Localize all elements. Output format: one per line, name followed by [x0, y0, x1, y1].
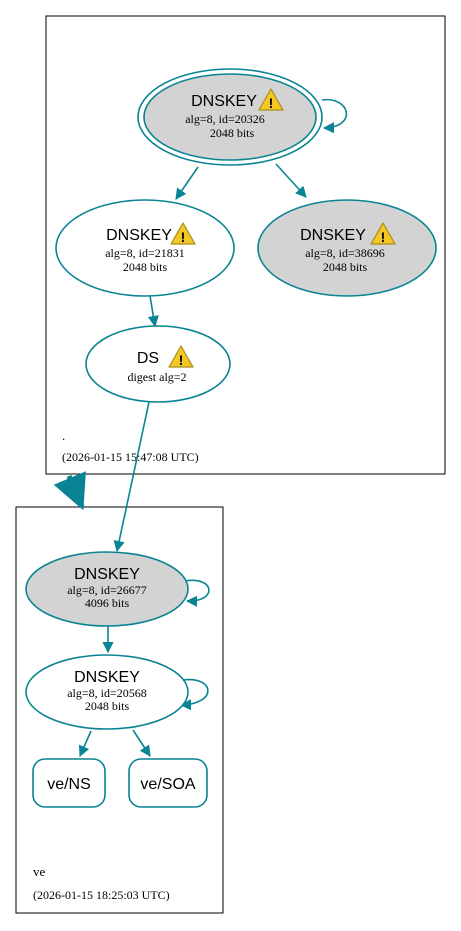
edge-ksk-to-zsk1 — [175, 166, 199, 200]
node-title: DS — [137, 350, 159, 367]
node-title: DNSKEY — [106, 227, 172, 244]
node-rrset-ve-soa[interactable]: ve/SOA — [128, 758, 208, 808]
warning-glyph: ! — [179, 352, 184, 368]
zone-root-timestamp: (2026-01-15 15:47:08 UTC) — [62, 450, 199, 464]
edge-ve-zsk-self — [179, 678, 209, 711]
warning-icon: ! — [168, 345, 194, 368]
warning-glyph: ! — [381, 229, 386, 245]
node-dnskey-root-zsk-38696[interactable]: DNSKEY ! alg=8, id=38696 2048 bits — [257, 199, 437, 297]
node-dnskey-root-zsk-21831[interactable]: DNSKEY ! alg=8, id=21831 2048 bits — [55, 199, 235, 297]
node-label: ve/NS — [47, 776, 91, 793]
warning-icon: ! — [370, 222, 396, 245]
node-line2: 2048 bits — [123, 260, 168, 274]
zone-ve-name: ve — [33, 864, 46, 879]
node-line1: alg=8, id=38696 — [305, 246, 385, 260]
zone-ve-timestamp: (2026-01-15 18:25:03 UTC) — [33, 888, 170, 902]
edge-ksk-to-zsk2 — [275, 163, 307, 198]
node-title: DNSKEY — [300, 227, 366, 244]
node-line1: alg=8, id=21831 — [105, 246, 185, 260]
node-line2: 2048 bits — [323, 260, 368, 274]
edge-ksk-self — [321, 98, 348, 134]
node-label: ve/SOA — [140, 776, 195, 793]
warning-glyph: ! — [181, 229, 186, 245]
node-rrset-ve-ns[interactable]: ve/NS — [32, 758, 106, 808]
zone-root-box — [45, 15, 446, 475]
node-dnskey-ve-ksk[interactable]: DNSKEY alg=8, id=26677 4096 bits — [25, 551, 189, 627]
edge-zsk1-to-ds — [147, 295, 159, 328]
node-line1: digest alg=2 — [127, 370, 186, 384]
edge-delegation — [53, 471, 86, 511]
edge-ve-ksk-self — [184, 579, 210, 607]
node-title: DNSKEY — [74, 566, 140, 583]
node-line1: alg=8, id=20568 — [67, 686, 147, 700]
node-title: DNSKEY — [191, 93, 257, 110]
node-ds-ve[interactable]: DS ! digest alg=2 — [85, 325, 231, 403]
node-line2: 2048 bits — [85, 699, 130, 713]
node-line2: 4096 bits — [85, 596, 130, 610]
edge-ds-to-ve-ksk — [113, 401, 150, 553]
warning-icon: ! — [258, 88, 284, 111]
node-dnskey-root-ksk[interactable]: DNSKEY ! alg=8, id=20326 2048 bits — [137, 68, 323, 166]
zone-root: . (2026-01-15 15:47:08 UTC) — [45, 15, 446, 475]
zone-ve: ve (2026-01-15 18:25:03 UTC) — [15, 506, 224, 914]
edges — [53, 98, 348, 758]
node-line1: alg=8, id=20326 — [185, 112, 265, 126]
edge-ve-zsk-to-soa — [132, 729, 151, 757]
node-line2: 2048 bits — [210, 126, 255, 140]
edge-ve-zsk-to-ns — [78, 730, 92, 758]
warning-icon: ! — [170, 222, 196, 245]
node-dnskey-ve-zsk[interactable]: DNSKEY alg=8, id=20568 2048 bits — [25, 654, 189, 730]
zone-root-name: . — [62, 428, 65, 443]
node-line1: alg=8, id=26677 — [67, 583, 147, 597]
warning-glyph: ! — [269, 95, 274, 111]
node-title: DNSKEY — [74, 669, 140, 686]
zone-ve-box — [15, 506, 224, 914]
